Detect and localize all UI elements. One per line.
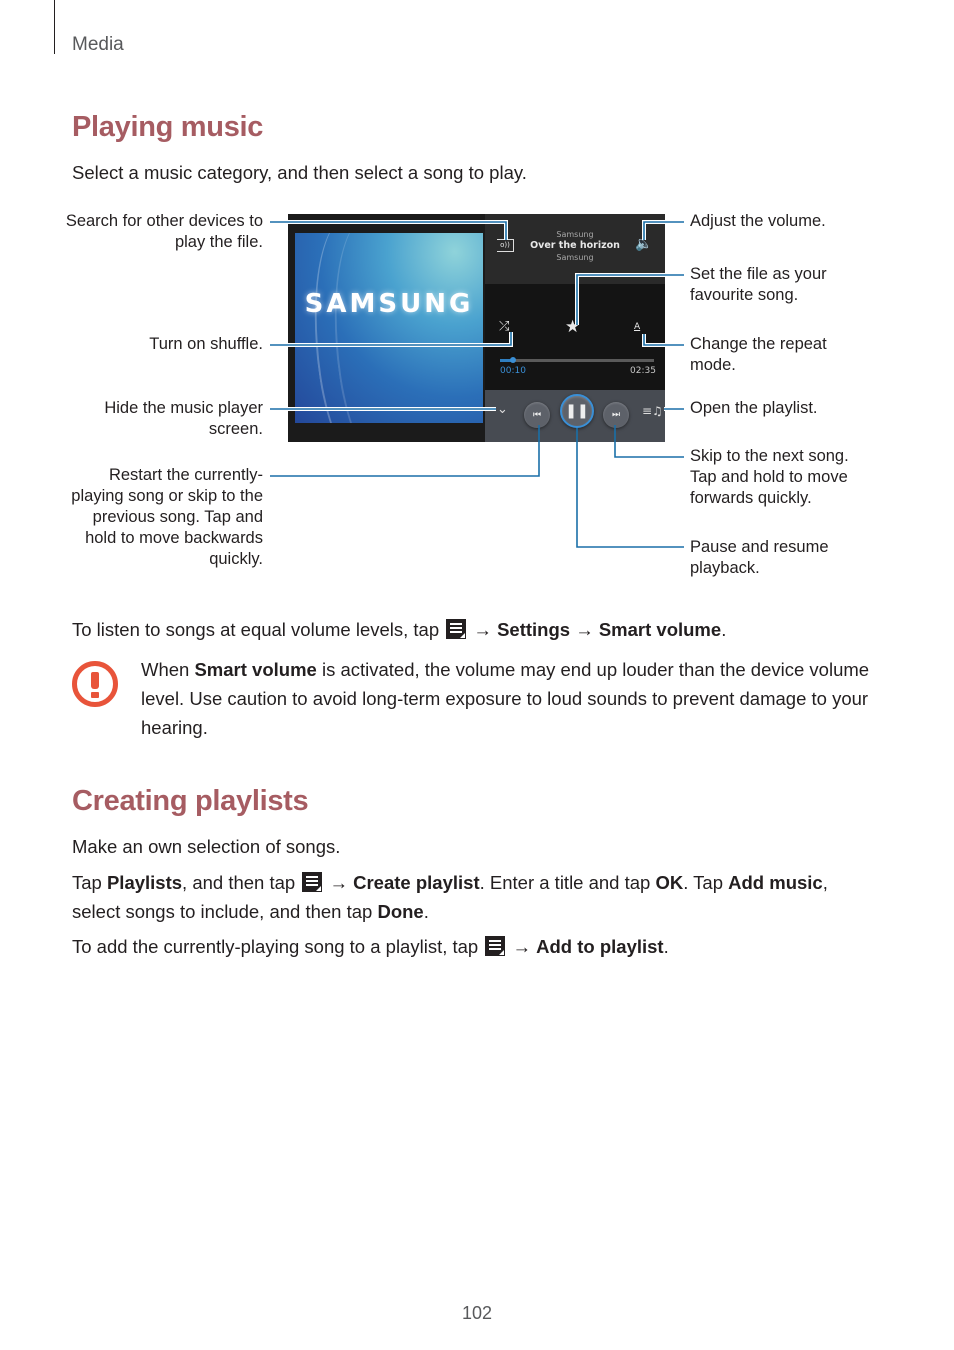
- callout-shuffle: Turn on shuffle.: [149, 335, 263, 353]
- step-text: , select songs to include, and then tap: [72, 872, 828, 922]
- previous-button[interactable]: ⏮: [524, 402, 550, 428]
- album-label: Samsung: [556, 253, 594, 262]
- song-info-panel: o)) Samsung Over the horizon Samsung 🔈: [485, 214, 665, 284]
- callout-hide-player: Hide the music player screen.: [104, 399, 263, 438]
- step-text: .: [663, 936, 669, 957]
- callout-playlist: Open the playlist.: [690, 399, 818, 417]
- song-title: Over the horizon: [530, 240, 620, 251]
- callout-pause: Pause and resume playback.: [690, 538, 829, 577]
- warning-icon: [72, 661, 118, 707]
- add-music-label: Add music: [728, 872, 823, 893]
- total-time: 02:35: [630, 366, 656, 376]
- page-number: 102: [461, 1303, 493, 1323]
- callout-restart: Restart the currently-playing song or sk…: [71, 466, 263, 568]
- music-player-screenshot: SAMSUNG o)) Samsung Over the horizon Sam…: [288, 214, 665, 442]
- next-button[interactable]: ⏭: [603, 402, 629, 428]
- menu-icon: [302, 872, 323, 892]
- progress-fill: [500, 359, 512, 362]
- playlists-label: Playlists: [106, 872, 183, 893]
- step-text: , and then tap: [182, 872, 296, 893]
- warning-text: When Smart volume is activated, the volu…: [141, 655, 881, 742]
- progress-handle[interactable]: [510, 357, 516, 363]
- period: .: [721, 619, 727, 640]
- callout-repeat: Change the repeat mode.: [690, 335, 827, 374]
- arrow: →: [575, 619, 594, 640]
- progress-bar[interactable]: [500, 357, 654, 363]
- done-label: Done: [377, 901, 424, 922]
- callout-next: Skip to the next song. Tap and hold to m…: [690, 447, 849, 507]
- step-text: . Tap: [683, 872, 723, 893]
- create-playlist-label: Create playlist: [353, 872, 480, 893]
- step-text: Tap: [72, 872, 102, 893]
- favourite-star-icon[interactable]: ★: [565, 317, 581, 337]
- repeat-mode-icon[interactable]: A: [634, 322, 641, 332]
- add-to-playlist-step: To add the currently-playing song to a p…: [72, 932, 669, 961]
- arrow: →: [512, 936, 532, 957]
- smart-volume-label: Smart volume: [598, 619, 722, 640]
- arrow: →: [329, 872, 348, 893]
- callout-search-devices: Search for other devices to play the fil…: [65, 212, 263, 251]
- creating-playlists-intro: Make an own selection of songs.: [72, 836, 341, 857]
- album-art: SAMSUNG: [295, 233, 483, 423]
- arrow: →: [473, 619, 492, 640]
- warning-text-part: When: [141, 659, 190, 680]
- playing-music-intro: Select a music category, and then select…: [72, 162, 527, 183]
- ok-label: OK: [655, 872, 684, 893]
- playback-controls: ⌄ ⏮ ❚❚ ⏭ ≡♫: [485, 390, 665, 442]
- step-text: .: [423, 901, 429, 922]
- step-text: To add the currently-playing song to a p…: [72, 936, 479, 957]
- hide-player-chevron-icon[interactable]: ⌄: [497, 402, 508, 417]
- settings-label: Settings: [497, 619, 571, 640]
- callout-volume: Adjust the volume.: [690, 212, 826, 230]
- pause-button[interactable]: ❚❚: [560, 394, 594, 428]
- section-header: Media: [72, 34, 124, 55]
- warning-text-part: is activated, the volume may end up loud…: [141, 659, 870, 738]
- artist-label: Samsung: [556, 230, 594, 239]
- step-text: . Enter a title and tap: [479, 872, 651, 893]
- heading-playing-music: Playing music: [72, 111, 264, 143]
- create-playlist-step: Tap Playlists, and then tap → Create pla…: [72, 868, 862, 926]
- album-logo: SAMSUNG: [304, 289, 474, 319]
- playlist-icon[interactable]: ≡♫: [642, 404, 663, 418]
- shuffle-icon[interactable]: ⤮: [499, 319, 510, 334]
- current-time: 00:10: [500, 366, 526, 376]
- menu-icon: [446, 619, 467, 639]
- menu-icon: [485, 936, 506, 956]
- header-rule: [54, 0, 55, 54]
- add-to-playlist-label: Add to playlist: [536, 936, 664, 957]
- heading-creating-playlists: Creating playlists: [72, 785, 309, 817]
- volume-icon[interactable]: 🔈: [635, 236, 653, 252]
- callout-favourite: Set the file as your favourite song.: [690, 265, 827, 304]
- warning-bold-term: Smart volume: [194, 659, 317, 680]
- smart-volume-instruction: To listen to songs at equal volume level…: [72, 615, 726, 644]
- instruction-text: To listen to songs at equal volume level…: [72, 619, 440, 640]
